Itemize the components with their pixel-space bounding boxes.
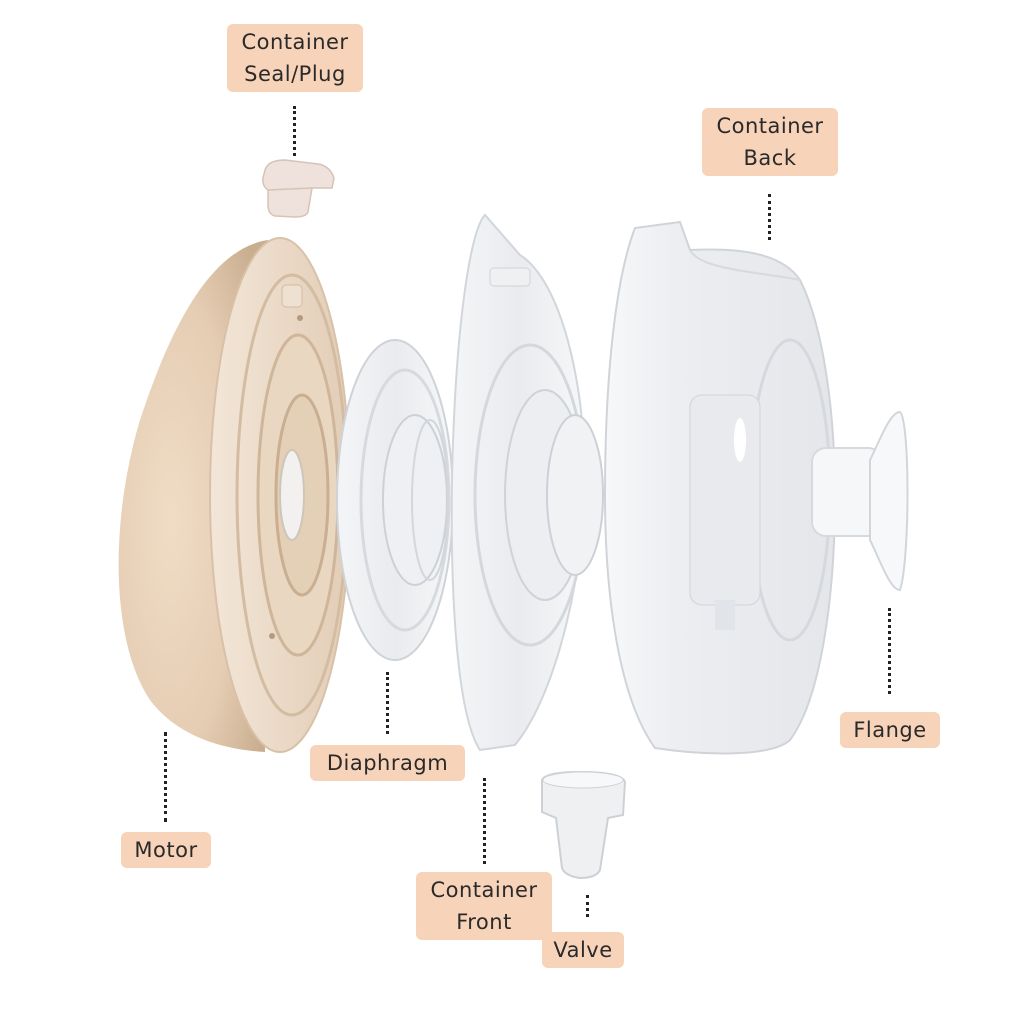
label-seal-line2: Seal/Plug (244, 62, 346, 86)
label-flange-text: Flange (853, 718, 927, 742)
label-flange: Flange (840, 712, 940, 748)
label-container-front: Container Front (416, 872, 552, 940)
diaphragm-part (336, 339, 454, 661)
diaphragm-leader-line (386, 672, 389, 734)
label-container-back: Container Back (702, 108, 838, 176)
label-diaphragm-text: Diaphragm (326, 751, 449, 775)
label-back-line2: Back (743, 146, 797, 170)
label-container-seal-plug: Container Seal/Plug (227, 24, 363, 92)
label-front-line2: Front (456, 910, 512, 934)
label-diaphragm: Diaphragm (310, 745, 465, 781)
seal-leader-line (293, 106, 296, 156)
flange-leader-line (888, 608, 891, 694)
label-valve: Valve (542, 932, 624, 968)
back-leader-line (768, 194, 771, 240)
label-valve-text: Valve (553, 938, 613, 962)
container-back-part (603, 220, 837, 755)
label-back-line1: Container (716, 114, 824, 138)
valve-leader-line (586, 895, 589, 917)
seal-plug-part (262, 159, 335, 218)
container-front-part (450, 213, 604, 752)
motor-leader-line (164, 732, 167, 822)
label-motor-text: Motor (134, 838, 198, 862)
label-seal-line1: Container (241, 30, 349, 54)
label-front-line1: Container (430, 878, 538, 902)
valve-part (541, 770, 627, 880)
label-motor: Motor (121, 832, 211, 868)
front-leader-line (483, 778, 486, 864)
motor-part (118, 237, 351, 753)
flange-part (811, 410, 909, 592)
